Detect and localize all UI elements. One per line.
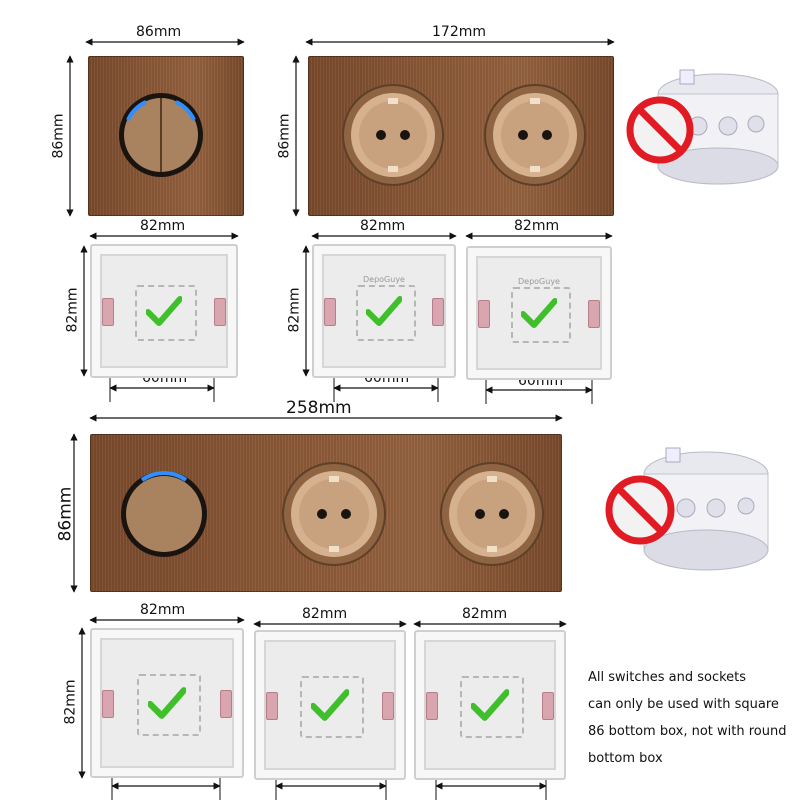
square-box: DepoGuye xyxy=(312,244,456,378)
dim-box-height-a: 82mm xyxy=(64,287,81,333)
box-inner-outline xyxy=(300,675,364,739)
prohibit-icon xyxy=(626,96,694,164)
box-clip-right xyxy=(588,300,600,328)
dim-box-height-b: 82mm xyxy=(286,287,303,333)
box-inner-outline xyxy=(135,285,197,341)
note-line: All switches and sockets xyxy=(588,670,747,685)
square-box xyxy=(90,244,238,378)
note-line: can only be used with square xyxy=(588,697,779,712)
box-clip-left xyxy=(102,690,114,718)
dim-top-right-width: 172mm xyxy=(432,24,486,40)
prohibit-icon xyxy=(605,475,675,545)
socket-panel-double xyxy=(308,56,614,216)
box-inner-outline xyxy=(137,673,201,737)
note-line: bottom box xyxy=(588,751,663,766)
square-box xyxy=(414,630,566,780)
socket-icon xyxy=(440,462,544,566)
box-clip-left xyxy=(102,298,114,326)
box-inner-outline xyxy=(510,287,572,343)
dim-bottom-box-width-1: 82mm xyxy=(140,602,186,618)
dim-top-left-height: 86mm xyxy=(50,113,67,159)
box-clip-left xyxy=(324,298,336,326)
dim-bottom-box-height: 82mm xyxy=(62,679,79,725)
check-icon xyxy=(148,687,186,719)
box-inner-outline xyxy=(460,675,524,739)
dim-box-width-b: 82mm xyxy=(360,218,406,234)
square-box xyxy=(90,628,244,778)
box-clip-left xyxy=(266,692,278,720)
box-clip-left xyxy=(426,692,438,720)
box-clip-left xyxy=(478,300,490,328)
dim-top-right-height: 86mm xyxy=(276,113,293,159)
switch-icon xyxy=(121,470,207,557)
dim-box-width-c: 82mm xyxy=(514,218,560,234)
dim-top-left-width: 86mm xyxy=(136,24,182,40)
dim-box-width-a: 82mm xyxy=(140,218,186,234)
switch-panel-single xyxy=(88,56,244,216)
box-clip-right xyxy=(542,692,554,720)
panel-switch-double-socket xyxy=(90,434,562,592)
socket-icon xyxy=(342,84,444,186)
dim-bottom-height: 86mm xyxy=(55,486,76,542)
dim-bottom-box-width-3: 82mm xyxy=(462,606,508,622)
socket-icon xyxy=(484,84,586,186)
box-clip-right xyxy=(382,692,394,720)
round-box-prohibited xyxy=(605,447,769,571)
dim-bottom-box-width-2: 82mm xyxy=(302,606,348,622)
check-icon xyxy=(366,296,402,326)
box-clip-right xyxy=(220,690,232,718)
note-line: 86 bottom box, not with round xyxy=(588,724,787,739)
compatibility-note: All switches and sockets can only be use… xyxy=(588,664,786,772)
check-icon xyxy=(146,296,182,326)
box-clip-right xyxy=(432,298,444,326)
box-brand-label: DepoGuye xyxy=(518,276,560,286)
box-brand-label: DepoGuye xyxy=(363,274,405,284)
square-box: DepoGuye xyxy=(466,246,612,380)
round-box-prohibited xyxy=(626,69,779,185)
check-icon xyxy=(521,298,557,328)
socket-icon xyxy=(282,462,386,566)
square-box xyxy=(254,630,406,780)
check-icon xyxy=(311,689,349,721)
box-clip-right xyxy=(214,298,226,326)
dim-bottom-width: 258mm xyxy=(286,398,352,418)
switch-icon xyxy=(119,93,203,177)
check-icon xyxy=(471,689,509,721)
box-inner-outline xyxy=(356,285,416,341)
